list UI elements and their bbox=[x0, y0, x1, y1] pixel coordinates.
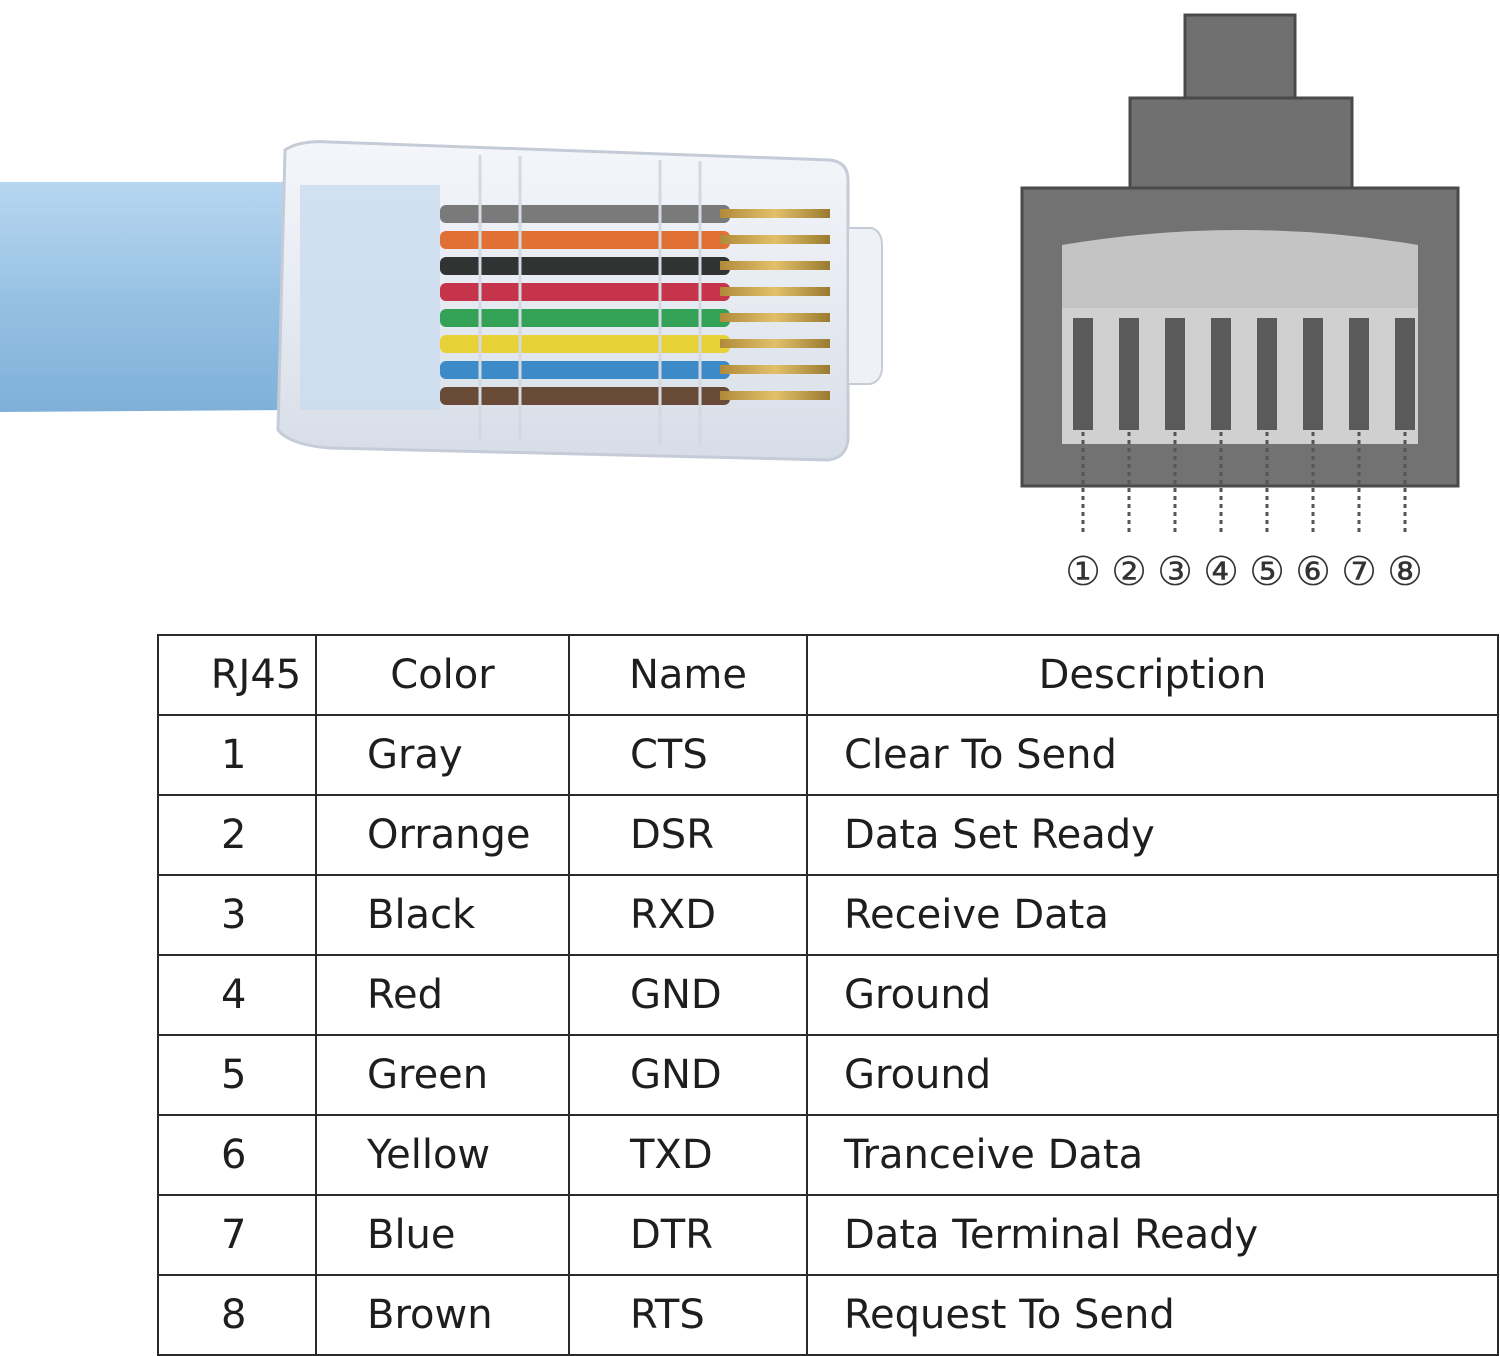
header-name: Name bbox=[568, 634, 808, 716]
color-cell: Black bbox=[315, 874, 570, 956]
signal-name-cell: RXD bbox=[568, 874, 808, 956]
pin-cell: 1 bbox=[157, 714, 317, 796]
pin-contacts bbox=[1073, 318, 1415, 532]
pin-label-1: ① bbox=[1065, 549, 1101, 595]
contact-area bbox=[1062, 230, 1418, 310]
signal-name-cell: DTR bbox=[568, 1194, 808, 1276]
wire-7 bbox=[440, 361, 730, 379]
wire-8 bbox=[440, 387, 730, 405]
plug-ribs bbox=[478, 155, 702, 446]
connector-latch-top bbox=[1183, 13, 1297, 102]
connector-latch-mid bbox=[1128, 96, 1354, 192]
signal-name-cell: CTS bbox=[568, 714, 808, 796]
header-color: Color bbox=[315, 634, 570, 716]
description-cell: Receive Data bbox=[806, 874, 1499, 956]
signal-name-cell: DSR bbox=[568, 794, 808, 876]
pin-cell: 5 bbox=[157, 1034, 317, 1116]
description-cell: Ground bbox=[806, 1034, 1499, 1116]
pin-cell: 3 bbox=[157, 874, 317, 956]
pin-label-2: ② bbox=[1111, 549, 1147, 595]
wire-3 bbox=[440, 257, 730, 275]
pin-label-8: ⑧ bbox=[1387, 549, 1423, 595]
signal-name-cell: GND bbox=[568, 1034, 808, 1116]
color-cell: Blue bbox=[315, 1194, 570, 1276]
pin-label-5: ⑤ bbox=[1249, 549, 1285, 595]
pin-2 bbox=[1119, 318, 1139, 430]
cable-jacket bbox=[0, 182, 300, 412]
pin-3 bbox=[1165, 318, 1185, 430]
contact-8 bbox=[720, 391, 830, 400]
description-cell: Tranceive Data bbox=[806, 1114, 1499, 1196]
pin-1 bbox=[1073, 318, 1093, 430]
signal-name-cell: RTS bbox=[568, 1274, 808, 1356]
pin-cell: 2 bbox=[157, 794, 317, 876]
pin-5 bbox=[1257, 318, 1277, 430]
description-cell: Request To Send bbox=[806, 1274, 1499, 1356]
pin-6 bbox=[1303, 318, 1323, 430]
pin-cell: 6 bbox=[157, 1114, 317, 1196]
contact-1 bbox=[720, 209, 830, 218]
pin-label-7: ⑦ bbox=[1341, 549, 1377, 595]
color-cell: Brown bbox=[315, 1274, 570, 1356]
plug-strain-relief bbox=[300, 185, 440, 410]
description-cell: Ground bbox=[806, 954, 1499, 1036]
wire-5 bbox=[440, 309, 730, 327]
pin-label-4: ④ bbox=[1203, 549, 1239, 595]
rj45-plug-photo bbox=[0, 140, 883, 462]
contact-3 bbox=[720, 261, 830, 270]
wire-1 bbox=[440, 205, 730, 223]
gold-contacts bbox=[720, 209, 830, 400]
description-cell: Clear To Send bbox=[806, 714, 1499, 796]
color-cell: Gray bbox=[315, 714, 570, 796]
signal-name-cell: TXD bbox=[568, 1114, 808, 1196]
pin-label-3: ③ bbox=[1157, 549, 1193, 595]
color-cell: Orrange bbox=[315, 794, 570, 876]
contact-6 bbox=[720, 339, 830, 348]
wire-4 bbox=[440, 283, 730, 301]
pin-label-6: ⑥ bbox=[1295, 549, 1331, 595]
pin-cell: 4 bbox=[157, 954, 317, 1036]
pin-cell: 8 bbox=[157, 1274, 317, 1356]
description-cell: Data Terminal Ready bbox=[806, 1194, 1499, 1276]
plug-latch-tab bbox=[847, 227, 883, 385]
contact-7 bbox=[720, 365, 830, 374]
wire-6 bbox=[440, 335, 730, 353]
header-rj45: RJ45 bbox=[157, 634, 317, 716]
pin-cell: 7 bbox=[157, 1194, 317, 1276]
wire-bundle bbox=[440, 205, 730, 405]
description-cell: Data Set Ready bbox=[806, 794, 1499, 876]
table-header-row: RJ45 Color Name Description bbox=[157, 634, 1499, 716]
color-cell: Yellow bbox=[315, 1114, 570, 1196]
contact-2 bbox=[720, 235, 830, 244]
header-description: Description bbox=[806, 634, 1499, 716]
pin-8 bbox=[1395, 318, 1415, 430]
signal-name-cell: GND bbox=[568, 954, 808, 1036]
wire-2 bbox=[440, 231, 730, 249]
color-cell: Red bbox=[315, 954, 570, 1036]
color-cell: Green bbox=[315, 1034, 570, 1116]
pin-4 bbox=[1211, 318, 1231, 430]
contact-5 bbox=[720, 313, 830, 322]
pin-7 bbox=[1349, 318, 1369, 430]
contact-4 bbox=[720, 287, 830, 296]
